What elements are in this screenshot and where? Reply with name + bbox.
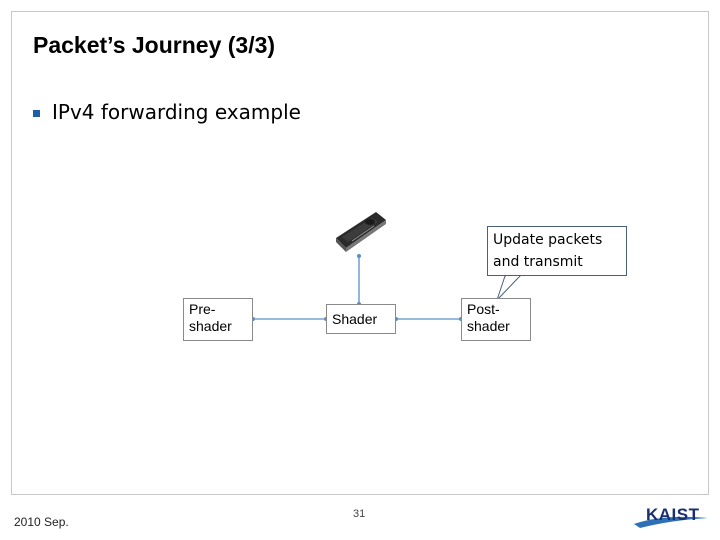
bullet-item: IPv4 forwarding example [33, 100, 301, 124]
callout-pointer [496, 275, 522, 301]
pre-shader-box: Pre- shader [183, 298, 253, 341]
post-shader-box: Post- shader [461, 298, 531, 341]
pre-shader-label: Pre- shader [189, 301, 232, 334]
kaist-logo: KAIST [634, 505, 708, 528]
callout-text: Update packets and transmit [493, 232, 603, 270]
post-shader-label: Post- shader [467, 301, 510, 334]
page-number: 31 [353, 508, 366, 520]
gpu-card-icon [336, 212, 386, 252]
update-callout: Update packets and transmit [487, 226, 627, 276]
bullet-text: IPv4 forwarding example [52, 100, 301, 124]
footer-date: 2010 Sep. [14, 515, 69, 529]
connector-dot-gpu [357, 254, 361, 258]
bullet-square-icon [33, 109, 40, 117]
slide-title: Packet’s Journey (3/3) [33, 32, 276, 58]
shader-box: Shader [326, 304, 396, 334]
svg-text:KAIST: KAIST [646, 505, 700, 524]
shader-label: Shader [332, 311, 378, 327]
